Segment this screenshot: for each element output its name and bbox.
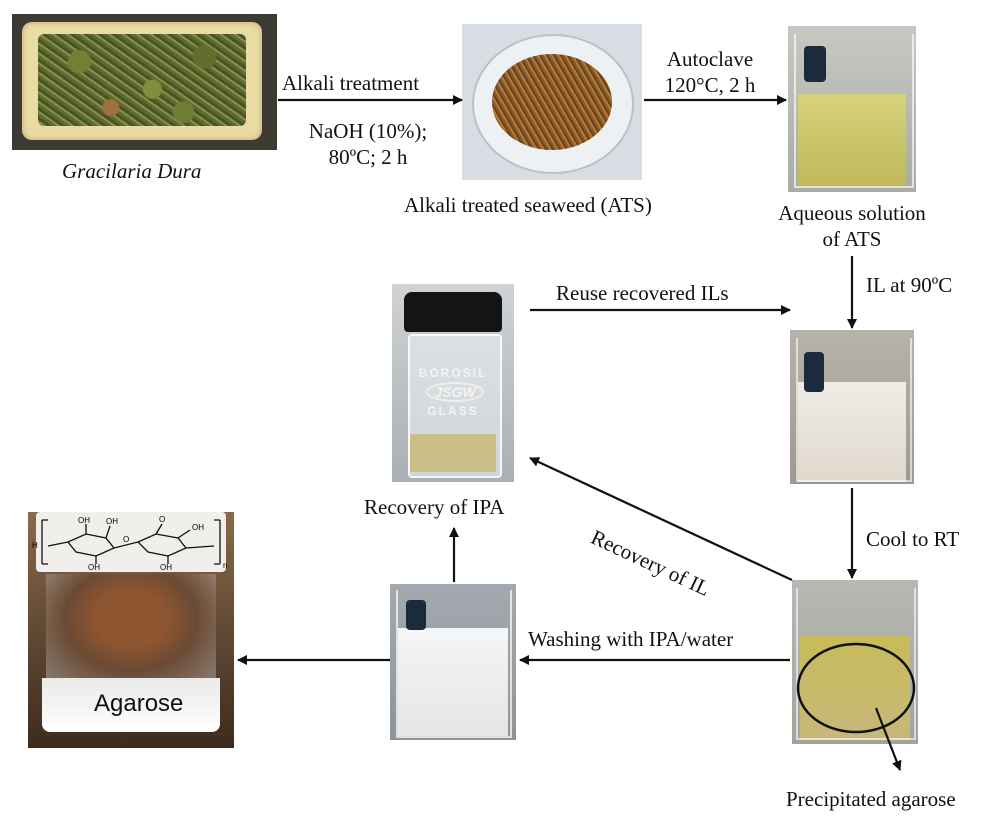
arrow-precipitated (874, 707, 902, 771)
aqueous-beaker-photo (788, 26, 916, 192)
arrow-recovery-il (529, 457, 793, 581)
label-autoclave: Autoclave (666, 47, 754, 71)
washing-beaker-photo (390, 584, 516, 740)
label-washing: Washing with IPA/water (528, 627, 734, 651)
structure-oh-3: OH (88, 563, 100, 572)
label-recovery-ipa: Recovery of IPA (364, 495, 505, 519)
precipitate-highlight-ellipse (796, 642, 916, 734)
jar-brand-bottom: GLASS (427, 404, 479, 418)
il-milky-beaker-photo (790, 330, 914, 484)
agarose-label: Agarose (94, 690, 184, 717)
label-alkali-treatment: Alkali treatment (282, 71, 420, 95)
label-gracilaria-dura: Gracilaria Dura (62, 159, 202, 183)
label-ats: Alkali treated seaweed (ATS) (404, 193, 652, 217)
jar-brand-mid: JSGW (426, 382, 484, 402)
structure-o-2: O (159, 515, 165, 524)
label-naoh-conditions: 80ºC; 2 h (328, 145, 408, 169)
agarose-structure-diagram: OH OH OH OH OH O O H n (32, 515, 227, 572)
label-il-90c: IL at 90ºC (866, 273, 953, 297)
il-jar-photo: BOROSIL JSGW GLASS (392, 284, 514, 482)
label-cool-rt: Cool to RT (866, 527, 960, 551)
structure-h: H (32, 541, 38, 550)
label-naoh: NaOH (10%); (308, 119, 428, 143)
agarose-jar-photo: OH OH OH OH OH O O H n Agarose (28, 512, 234, 748)
seaweed-tray-photo (12, 14, 277, 150)
structure-oh-4: OH (160, 563, 172, 572)
structure-oh-2: OH (106, 517, 118, 526)
label-of-ats: of ATS (822, 227, 882, 251)
jar-brand-top: BOROSIL (418, 366, 488, 380)
label-precipitated-agarose: Precipitated agarose (786, 787, 956, 811)
structure-oh-1: OH (78, 516, 90, 525)
label-autoclave-conditions: 120°C, 2 h (664, 73, 756, 97)
structure-n: n (223, 561, 227, 570)
structure-o-1: O (123, 535, 129, 544)
structure-oh-5: OH (192, 523, 204, 532)
ats-dish-photo (462, 24, 642, 180)
label-reuse-ils: Reuse recovered ILs (556, 281, 729, 305)
label-aqueous-solution: Aqueous solution (778, 201, 926, 225)
